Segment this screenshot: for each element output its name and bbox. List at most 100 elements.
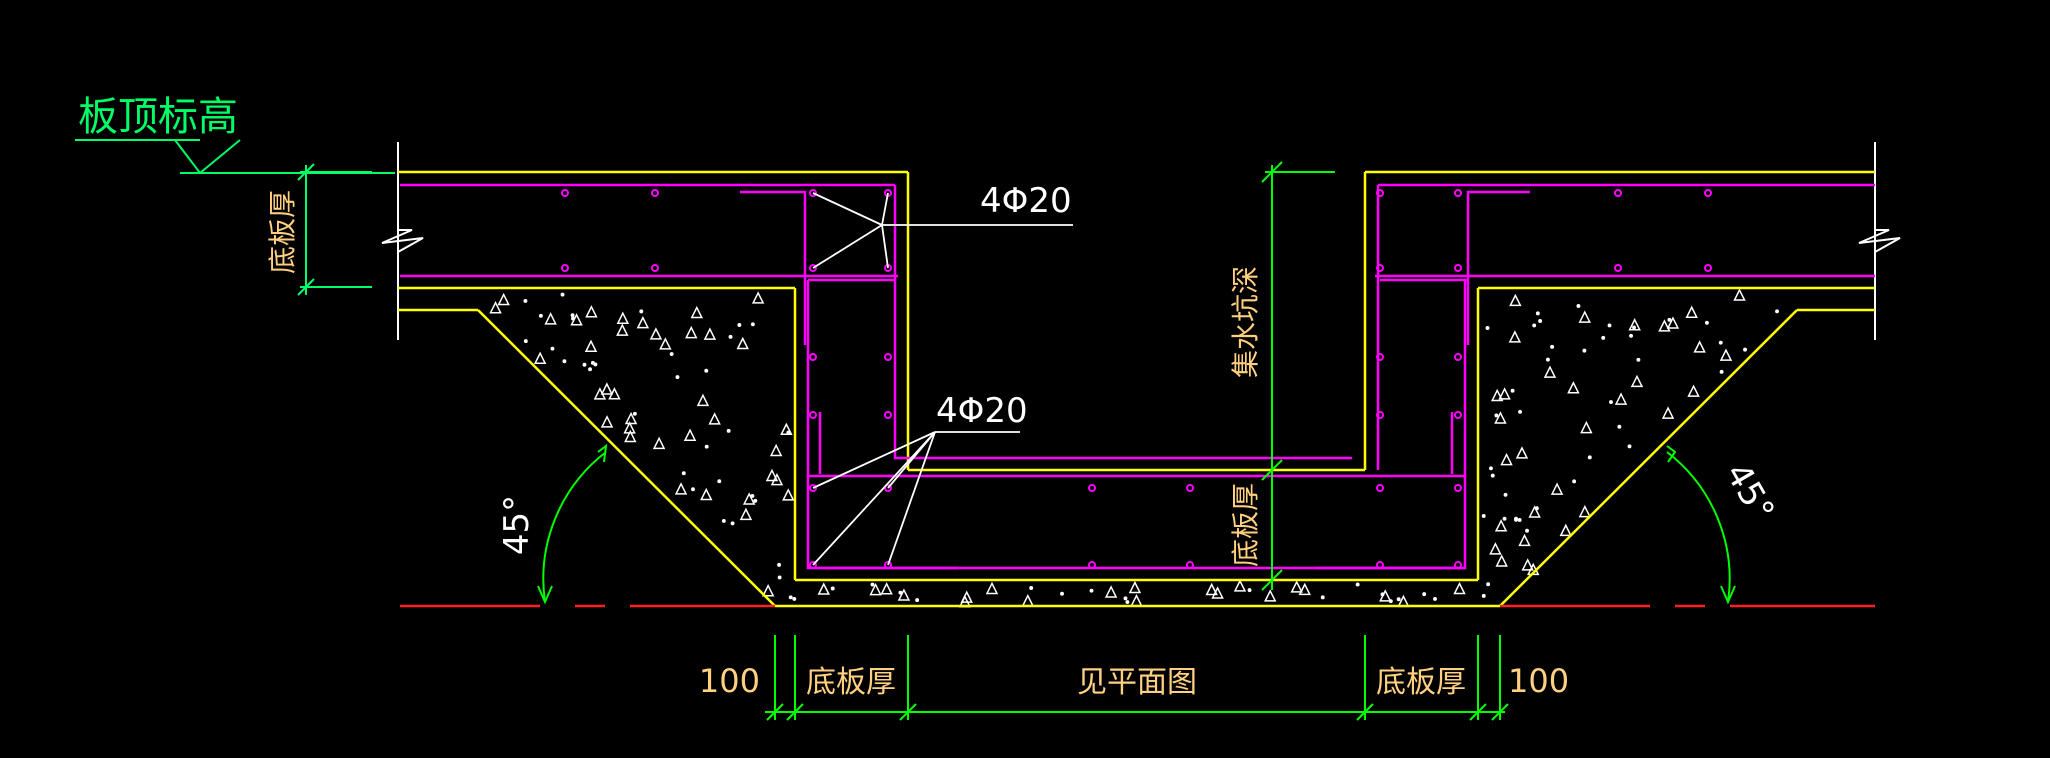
hatch-dot — [1502, 516, 1507, 521]
hatch-mark — [1550, 482, 1564, 495]
hatch-mark — [616, 323, 629, 336]
hatch-dot — [726, 428, 731, 433]
hatch-mark — [1693, 340, 1706, 353]
hatch-dot — [639, 309, 644, 314]
hatch-mark — [690, 305, 703, 319]
rebar-dot — [1454, 264, 1462, 272]
hatch-dot — [1550, 344, 1555, 349]
hatch-dot — [1481, 514, 1486, 518]
concrete-fill-right — [1481, 288, 1779, 587]
hatch-dot — [1396, 597, 1401, 602]
hatch-dot — [730, 521, 735, 526]
hatch-dot — [1486, 582, 1491, 587]
hatch-mark — [1263, 589, 1277, 602]
hatch-dot — [830, 586, 835, 591]
hatch-dot — [1535, 311, 1540, 316]
hatch-dot — [1433, 596, 1437, 601]
hatch-mark — [751, 291, 765, 304]
hatch-dot — [1485, 326, 1490, 330]
rebar-dot — [884, 353, 892, 361]
rebar-dot — [1704, 264, 1712, 272]
hatch-mark — [674, 482, 688, 495]
hatch-mark — [600, 382, 614, 395]
rebar-dot — [1376, 353, 1384, 361]
hatch-mark — [1559, 523, 1572, 537]
hatch-dot — [786, 430, 791, 435]
hatch-mark — [1687, 384, 1700, 397]
rebar-dot — [1614, 189, 1622, 197]
hatch-dot — [562, 359, 567, 364]
hatch-dot — [523, 298, 528, 303]
rebar-dot — [1376, 561, 1384, 569]
rebar-label-top: 4Φ20 — [980, 181, 1072, 221]
hatch-mark — [880, 582, 893, 595]
hatch-dot — [560, 292, 565, 297]
hatch-dot — [1719, 369, 1724, 374]
rebar-dot — [884, 561, 892, 569]
hatch-dot — [1060, 591, 1064, 596]
hatch-mark — [1685, 305, 1698, 318]
slab-thickness-label-pit: 底板厚 — [1229, 483, 1262, 567]
hatch-dot — [1422, 592, 1427, 597]
hatch-dot — [737, 323, 742, 327]
concrete-outline — [398, 170, 1875, 608]
rebar-label-middle: 4Φ20 — [936, 391, 1028, 431]
hatch-mark — [624, 429, 637, 443]
hatch-dot — [1538, 319, 1543, 323]
hatch-dot — [1545, 357, 1550, 362]
hatch-mark — [765, 468, 779, 482]
hatch-mark — [600, 415, 614, 428]
hatch-dot — [721, 518, 726, 523]
hatch-mark — [585, 305, 598, 318]
dim-label-plan: 见平面图 — [1077, 665, 1197, 700]
rebar-dot — [651, 264, 659, 272]
hatch-mark — [1494, 411, 1507, 424]
hatch-dot — [1704, 320, 1709, 325]
hatch-dot — [1320, 595, 1325, 600]
hatch-dot — [1489, 466, 1493, 471]
concrete-fill-left — [489, 291, 795, 597]
hatch-mark — [1567, 381, 1580, 394]
hatch-dot — [1572, 479, 1577, 484]
hatch-dot — [1125, 600, 1130, 604]
hatch-dot — [1481, 593, 1486, 598]
hatch-mark — [649, 327, 663, 340]
hatch-dot — [590, 360, 595, 365]
hatch-dot — [898, 590, 903, 595]
hatch-dot — [1601, 335, 1606, 340]
hatch-mark — [742, 492, 756, 505]
pit-depth-dimension — [1261, 161, 1335, 591]
hatch-mark — [770, 472, 784, 486]
slab-thickness-label-left: 底板厚 — [266, 190, 299, 274]
hatch-dot — [669, 352, 674, 356]
hatch-dot — [788, 595, 793, 600]
hatch-mark — [1490, 388, 1504, 402]
angle-label-left: 45° — [497, 495, 537, 555]
hatch-dot — [538, 313, 543, 318]
rebar-dot — [1454, 484, 1462, 492]
dim-label-left-100: 100 — [699, 662, 760, 700]
hatch-dot — [717, 479, 722, 484]
rebar-dot — [809, 264, 817, 272]
rebar-dot — [1704, 189, 1712, 197]
hatch-dot — [571, 316, 575, 321]
hatch-mark — [985, 581, 999, 595]
hatch-mark — [1543, 365, 1557, 378]
hatch-dot — [1517, 518, 1522, 522]
concrete-fill-bottom — [788, 579, 1486, 608]
rebar-dot — [1376, 189, 1384, 197]
hatch-mark — [1614, 392, 1628, 405]
hatch-mark — [1630, 374, 1644, 388]
hatch-dot — [1029, 586, 1034, 590]
hatch-mark — [1205, 582, 1218, 596]
rebar-dot — [1186, 484, 1194, 492]
hatch-dot — [593, 362, 598, 367]
hatch-dot — [1247, 588, 1252, 593]
hatch-mark — [1518, 533, 1531, 547]
hatch-dot — [588, 367, 592, 372]
hatch-mark — [1500, 452, 1513, 466]
hatch-dot — [1582, 348, 1587, 353]
rebar-dot — [884, 411, 892, 419]
